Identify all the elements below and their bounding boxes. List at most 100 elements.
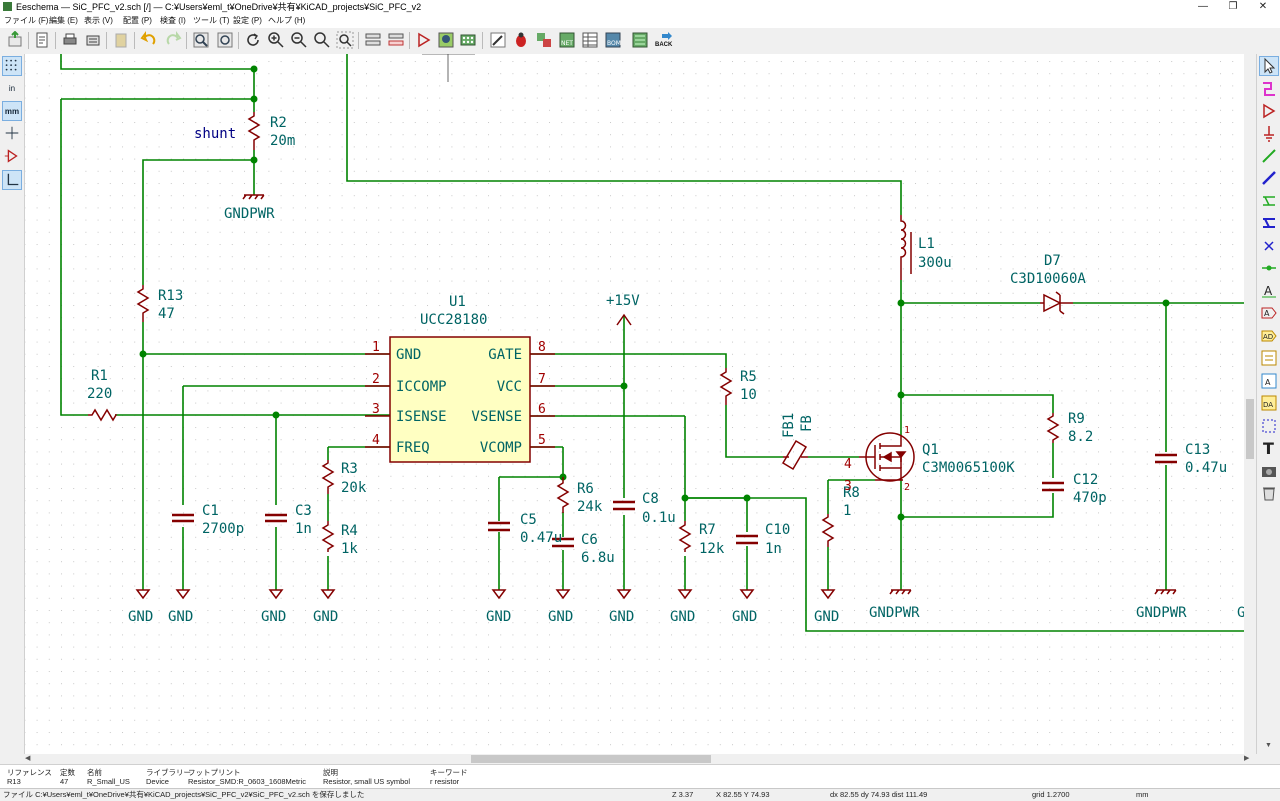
c1-value[interactable]: 2700p (202, 521, 244, 537)
zoom-selection-icon[interactable] (336, 31, 354, 49)
u1-ref[interactable]: U1 (449, 294, 466, 310)
wire-angle-icon[interactable] (2, 170, 22, 190)
open-schematic-icon[interactable] (33, 31, 51, 49)
undo-icon[interactable] (140, 31, 158, 49)
c12-value[interactable]: 470p (1073, 490, 1107, 506)
net-label-icon[interactable]: A (1259, 281, 1279, 301)
r4-ref[interactable]: R4 (341, 523, 358, 539)
c12-ref[interactable]: C12 (1073, 472, 1098, 488)
menu-file[interactable]: ファイル (F) (4, 16, 49, 25)
maximize-button[interactable]: ❐ (1228, 1, 1238, 12)
symbol-browser-icon[interactable] (437, 31, 455, 49)
r7-value[interactable]: 12k (699, 541, 725, 557)
hidden-pins-icon[interactable] (2, 147, 22, 167)
d7-ref[interactable]: D7 (1044, 253, 1061, 269)
r6-value[interactable]: 24k (577, 499, 603, 515)
c3-value[interactable]: 1n (295, 521, 312, 537)
r3-value[interactable]: 20k (341, 480, 367, 496)
u1-value[interactable]: UCC28180 (420, 312, 487, 328)
new-schematic-icon[interactable] (6, 31, 24, 49)
wires[interactable] (60, 54, 1244, 632)
plus15-label[interactable]: +15V (606, 293, 640, 309)
c1-ref[interactable]: C1 (202, 503, 219, 519)
bus-bus-entry-icon[interactable] (1259, 213, 1279, 233)
r13-ref[interactable]: R13 (158, 288, 183, 304)
q1-mosfet[interactable] (859, 432, 915, 482)
r1-ref[interactable]: R1 (91, 368, 108, 384)
add-graphic-line-icon[interactable] (1259, 416, 1279, 436)
junction-icon[interactable] (1259, 258, 1279, 278)
q1-ref[interactable]: Q1 (922, 442, 939, 458)
c13-value[interactable]: 0.47u (1185, 460, 1227, 476)
add-symbol-icon[interactable] (1259, 101, 1279, 121)
r9-ref[interactable]: R9 (1068, 411, 1085, 427)
r13-value[interactable]: 47 (158, 306, 175, 322)
delete-icon[interactable] (1259, 483, 1279, 503)
erc-icon[interactable] (512, 31, 530, 49)
no-connect-icon[interactable] (1259, 236, 1279, 256)
vertical-scrollbar[interactable] (1244, 54, 1256, 754)
horizontal-scrollbar[interactable]: ◀ ▶ (25, 754, 1256, 764)
pcb-layout-icon[interactable] (631, 31, 649, 49)
r5-ref[interactable]: R5 (740, 369, 757, 385)
refresh-icon[interactable] (244, 31, 262, 49)
highlight-net-icon[interactable] (1259, 79, 1279, 99)
add-text-icon[interactable]: T (1259, 438, 1279, 458)
horizontal-scroll-thumb[interactable] (471, 755, 711, 763)
schematic-canvas[interactable]: R2 20m R13 47 R1 220 U1 UCC28180 C1 2700… (25, 54, 1244, 754)
select-icon[interactable] (1259, 56, 1279, 76)
hierarchy-navigator-icon[interactable] (364, 31, 382, 49)
paste-icon[interactable] (112, 31, 130, 49)
zoom-fit-icon[interactable] (313, 31, 331, 49)
r2-ref[interactable]: R2 (270, 115, 287, 131)
pcbnew-icon[interactable]: BOM (604, 31, 622, 49)
close-window-button[interactable]: ✕ (1258, 1, 1268, 12)
menu-tools[interactable]: ツール (T) (193, 16, 230, 25)
footprint-editor-icon[interactable] (459, 31, 477, 49)
c13-ref[interactable]: C13 (1185, 442, 1210, 458)
menu-edit[interactable]: 編集 (E) (49, 16, 78, 25)
c10-ref[interactable]: C10 (765, 522, 790, 538)
menu-preferences[interactable]: 設定 (P) (233, 16, 262, 25)
d7-value[interactable]: C3D10060A (1010, 271, 1086, 287)
fb1-value[interactable]: FB (799, 415, 815, 432)
plot-icon[interactable] (84, 31, 102, 49)
r2-value[interactable]: 20m (270, 133, 295, 149)
annotate-icon[interactable] (489, 31, 507, 49)
c5-value[interactable]: 0.47u (520, 530, 562, 546)
cursor-shape-icon[interactable] (2, 124, 22, 144)
r8-ref[interactable]: R8 (843, 485, 860, 501)
hierarchical-sheet-icon[interactable] (1259, 348, 1279, 368)
find-icon[interactable] (192, 31, 210, 49)
l1-value[interactable]: 300u (918, 255, 952, 271)
r6-ref[interactable]: R6 (577, 481, 594, 497)
print-icon[interactable] (61, 31, 79, 49)
c5-ref[interactable]: C5 (520, 512, 537, 528)
vertical-scroll-thumb[interactable] (1246, 399, 1254, 459)
c3-ref[interactable]: C3 (295, 503, 312, 519)
add-sheet-pin-icon[interactable]: DA (1259, 393, 1279, 413)
zoom-out-icon[interactable] (290, 31, 308, 49)
fb1-ref[interactable]: FB1 (781, 413, 797, 438)
wire-bus-entry-icon[interactable] (1259, 191, 1279, 211)
global-label-icon[interactable]: A (1259, 303, 1279, 323)
r7-ref[interactable]: R7 (699, 522, 716, 538)
r9-value[interactable]: 8.2 (1068, 429, 1093, 445)
net-label-shunt[interactable]: shunt (194, 126, 236, 142)
u1-body[interactable] (389, 336, 531, 463)
q1-value[interactable]: C3M0065100K (922, 460, 1015, 476)
menu-place[interactable]: 配置 (P) (123, 16, 152, 25)
r8-value[interactable]: 1 (843, 503, 851, 519)
redo-icon[interactable] (164, 31, 182, 49)
bom-icon[interactable] (581, 31, 599, 49)
symbol-editor-icon[interactable] (415, 31, 433, 49)
c6-ref[interactable]: C6 (581, 532, 598, 548)
grid-toggle-icon[interactable] (2, 56, 22, 76)
c6-value[interactable]: 6.8u (581, 550, 615, 566)
add-wire-icon[interactable] (1259, 146, 1279, 166)
assign-footprints-icon[interactable] (535, 31, 553, 49)
menu-help[interactable]: ヘルプ (H) (268, 16, 306, 25)
r5-value[interactable]: 10 (740, 387, 757, 403)
zoom-in-icon[interactable] (267, 31, 285, 49)
leave-sheet-icon[interactable] (387, 31, 405, 49)
